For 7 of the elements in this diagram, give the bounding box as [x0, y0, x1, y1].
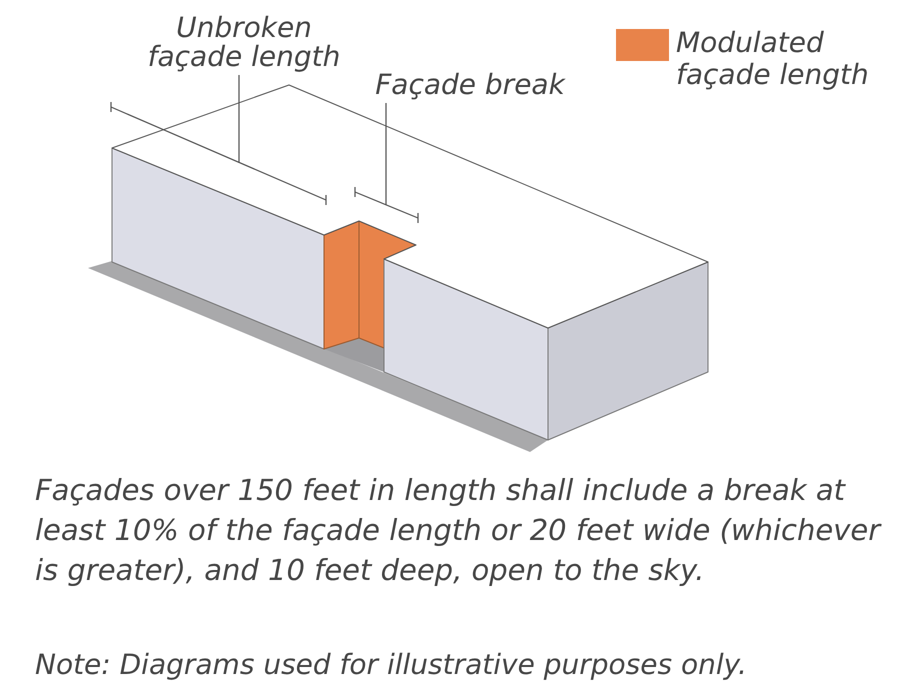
legend-label: Modulated façade length: [676, 27, 870, 91]
note-text: Note: Diagrams used for illustrative purposes only.: [35, 648, 748, 682]
leader-line: [385, 103, 387, 205]
caption-text: Façades over 150 feet in length shall include a break at least 10% of the façade length or 20 feet wide (whichever is greater), and 10 feet deep, open to the sky.: [35, 472, 883, 589]
leader-line: [238, 75, 240, 163]
dimension-label: Unbroken façade length: [140, 13, 348, 71]
dimension-label: Façade break: [360, 70, 580, 99]
